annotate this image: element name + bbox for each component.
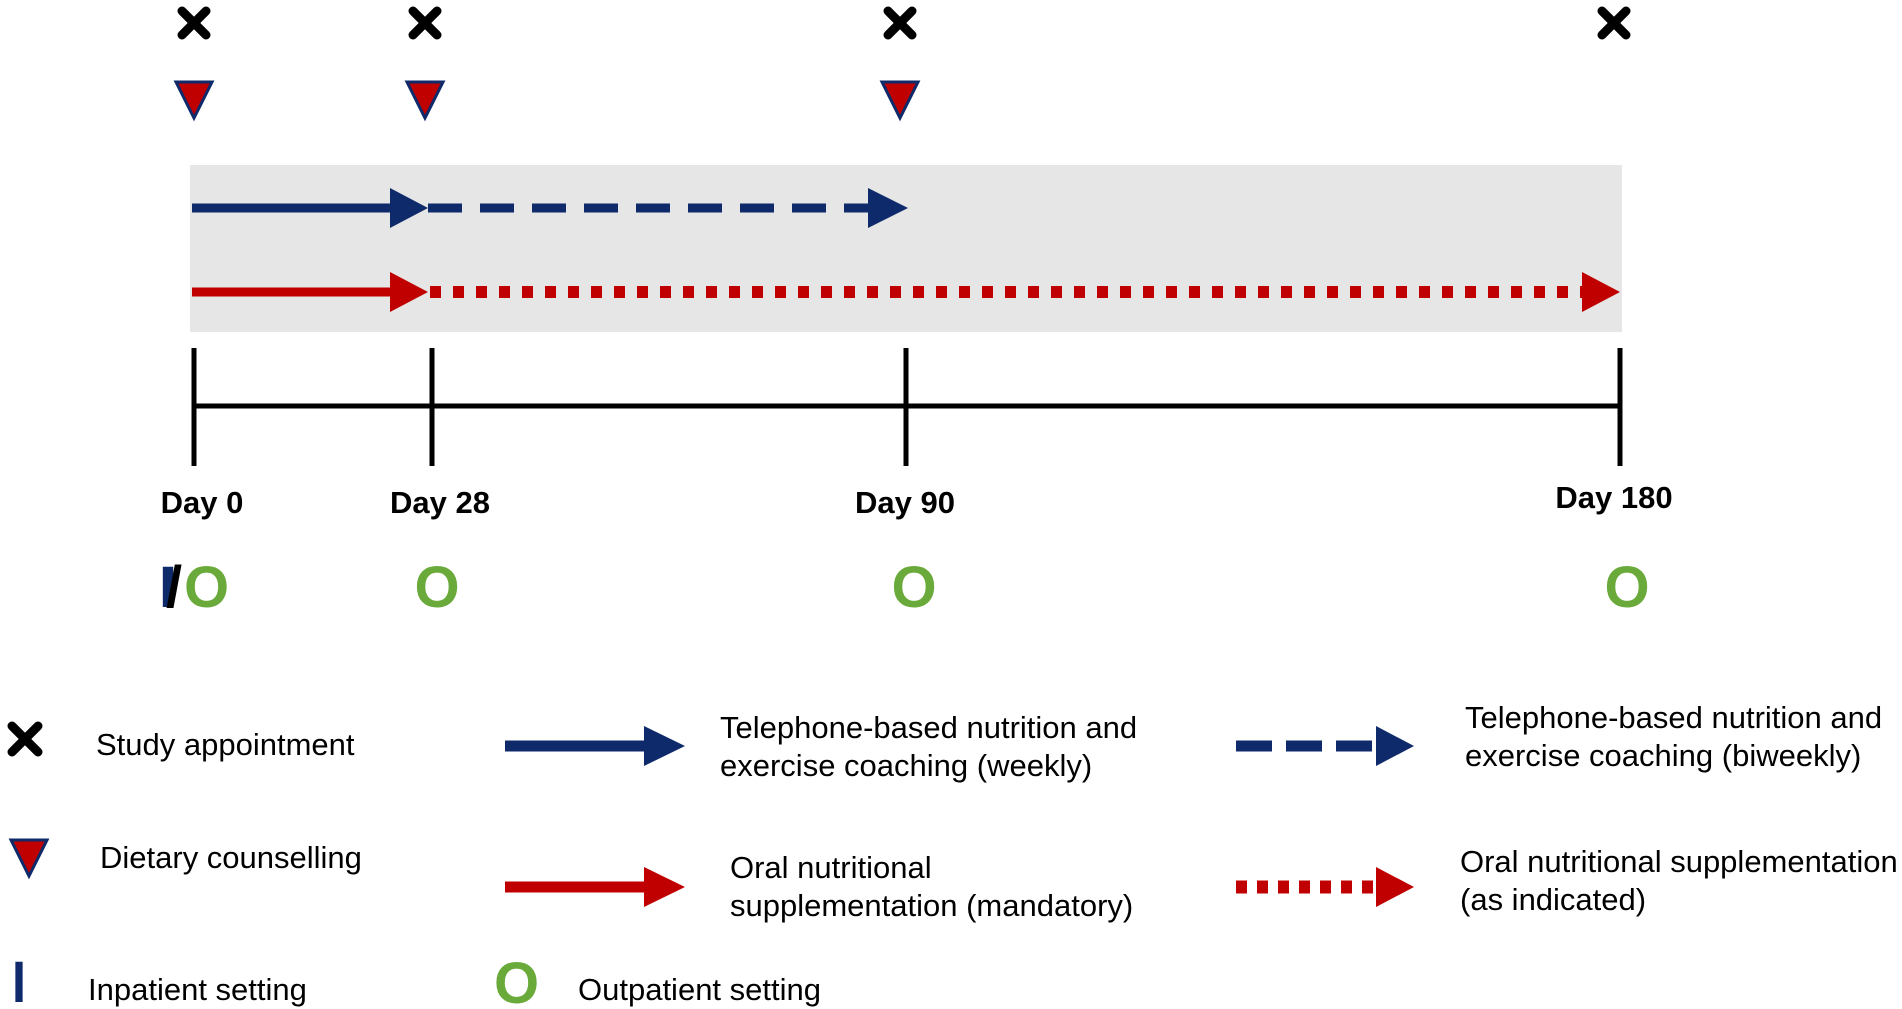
setting-outpatient-day90: O [891,555,936,620]
legend-coaching-weekly-line1: Telephone-based nutrition and [720,710,1137,745]
study-appointment-x-icon-day-28 [408,6,442,40]
intervention-period-band [190,165,1622,332]
outpatient-symbol-icon: O [494,951,539,1009]
day-label-90: Day 90 [855,485,955,520]
legend-ons-indicated-line2: (as indicated) [1460,882,1646,917]
legend-coaching-biweekly-line2: exercise coaching (biweekly) [1465,738,1861,773]
timeline-ticks [191,348,1623,466]
legend: Study appointment Dietary counselling I … [7,700,1898,1009]
legend-ons-indicated-line1: Oral nutritional supplementation [1460,844,1898,879]
coaching-biweekly-arrowhead [868,188,908,228]
legend-ons-mandatory-line1: Oral nutritional [730,850,932,885]
legend-solid-red-arrowhead [644,867,685,907]
legend-solid-navy-arrowhead [644,726,685,766]
red-triangle-icon [8,838,50,880]
study-appointment-x-icon-day-90 [883,6,917,40]
dietary-counselling-markers [173,80,921,122]
legend-study-appointment: Study appointment [96,727,355,762]
ons-mandatory-arrowhead [390,272,428,312]
day-label-28: Day 28 [390,485,490,520]
inpatient-symbol-icon: I [12,950,26,1009]
setting-outpatient-day180: O [1604,555,1649,620]
legend-inpatient-setting: Inpatient setting [88,972,307,1007]
legend-coaching-weekly-line2: exercise coaching (weekly) [720,748,1092,783]
legend-dashed-navy-arrowhead [1376,726,1414,766]
setting-outpatient-day28: O [414,555,459,620]
legend-dotted-red-arrowhead [1376,867,1414,907]
setting-inpatient-day0: I [158,555,178,620]
legend-ons-mandatory-line2: supplementation (mandatory) [730,888,1133,923]
setting-outpatient-day0: O [184,555,229,620]
legend-dietary-counselling: Dietary counselling [100,840,362,875]
coaching-weekly-arrowhead [390,188,428,228]
study-appointment-x-icon-day-180 [1597,6,1631,40]
dietary-counselling-triangle-icon-day-28 [404,80,446,122]
day-label-180: Day 180 [1555,480,1672,515]
legend-coaching-biweekly-line1: Telephone-based nutrition and [1465,700,1882,735]
dietary-counselling-triangle-icon-day-0 [173,80,215,122]
study-appointment-x-icon-day-0 [177,6,211,40]
day-label-0: Day 0 [161,485,244,520]
ons-as-indicated-arrowhead [1582,272,1620,312]
legend-outpatient-setting: Outpatient setting [578,972,821,1007]
x-cross-icon [7,721,43,757]
setting-slash-day0: / [166,555,182,620]
study-appointment-markers [177,6,1631,40]
dietary-counselling-triangle-icon-day-90 [879,80,921,122]
